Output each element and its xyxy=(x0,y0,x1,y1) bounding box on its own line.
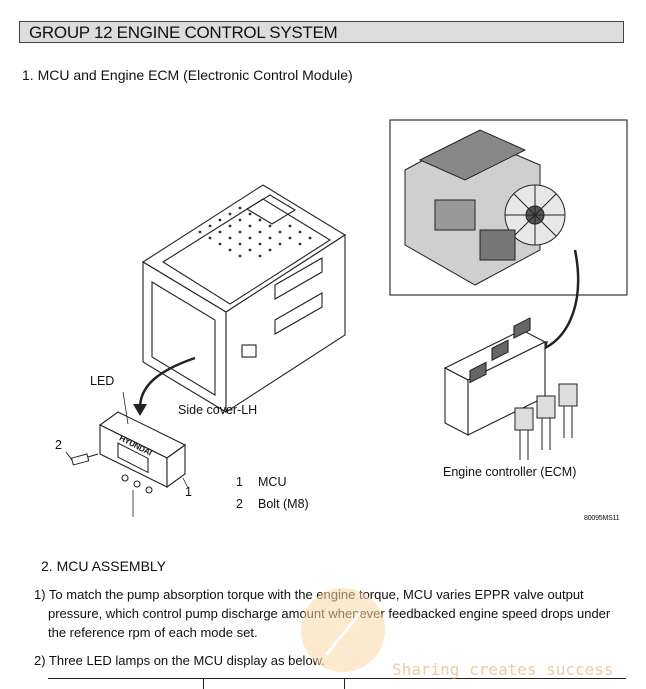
item1-line3: the reference rpm of each mode set. xyxy=(48,625,258,640)
figure-code: 80095MS11 xyxy=(584,515,620,522)
engine-drawing xyxy=(404,129,566,286)
page-title: GROUP 12 ENGINE CONTROL SYSTEM xyxy=(29,23,338,42)
item2-text: 2) Three LED lamps on the MCU display as… xyxy=(34,653,325,668)
led-leader xyxy=(122,391,129,425)
legend-text-1: MCU xyxy=(258,475,287,489)
legend-num-1: 1 xyxy=(236,475,243,489)
section-header-bar: GROUP 12 ENGINE CONTROL SYSTEM xyxy=(19,21,624,43)
section2-title: 2. MCU ASSEMBLY xyxy=(41,558,167,574)
mcu-unit-drawing xyxy=(98,411,187,494)
ecm-connectors-drawing xyxy=(514,383,578,460)
engine-controller-label: Engine controller (ECM) xyxy=(443,465,577,479)
mcu-arrow xyxy=(138,356,196,409)
side-cover-label: Side cover-LH xyxy=(178,403,258,417)
mcu-ecm-illustration xyxy=(65,119,628,517)
bolt-drawing xyxy=(65,451,99,466)
watermark-text: Sharing creates success xyxy=(392,660,614,679)
callout-2: 2 xyxy=(55,438,62,452)
legend-num-2: 2 xyxy=(236,497,243,511)
ecm-arrow xyxy=(544,249,580,350)
mcu-arrow-head xyxy=(133,404,147,416)
section1-heading: 1. MCU and Engine ECM (Electronic Contro… xyxy=(22,67,353,83)
ecm-module-drawing xyxy=(443,317,547,436)
legend-text-2: Bolt (M8) xyxy=(258,497,309,511)
item1-line1: 1) To match the pump absorption torque w… xyxy=(34,587,584,602)
callout-1-leader xyxy=(182,477,189,489)
side-cover-housing-drawing xyxy=(141,184,347,414)
led-table-col-divider-1 xyxy=(203,679,204,689)
housing-vent-dots xyxy=(198,206,312,258)
section1-title: 1. MCU and Engine ECM xyxy=(22,67,180,83)
led-label: LED xyxy=(90,374,115,388)
watermark-logo xyxy=(301,588,385,672)
callout-1: 1 xyxy=(185,485,192,499)
section1-subtitle: (Electronic Control Module) xyxy=(183,67,353,83)
